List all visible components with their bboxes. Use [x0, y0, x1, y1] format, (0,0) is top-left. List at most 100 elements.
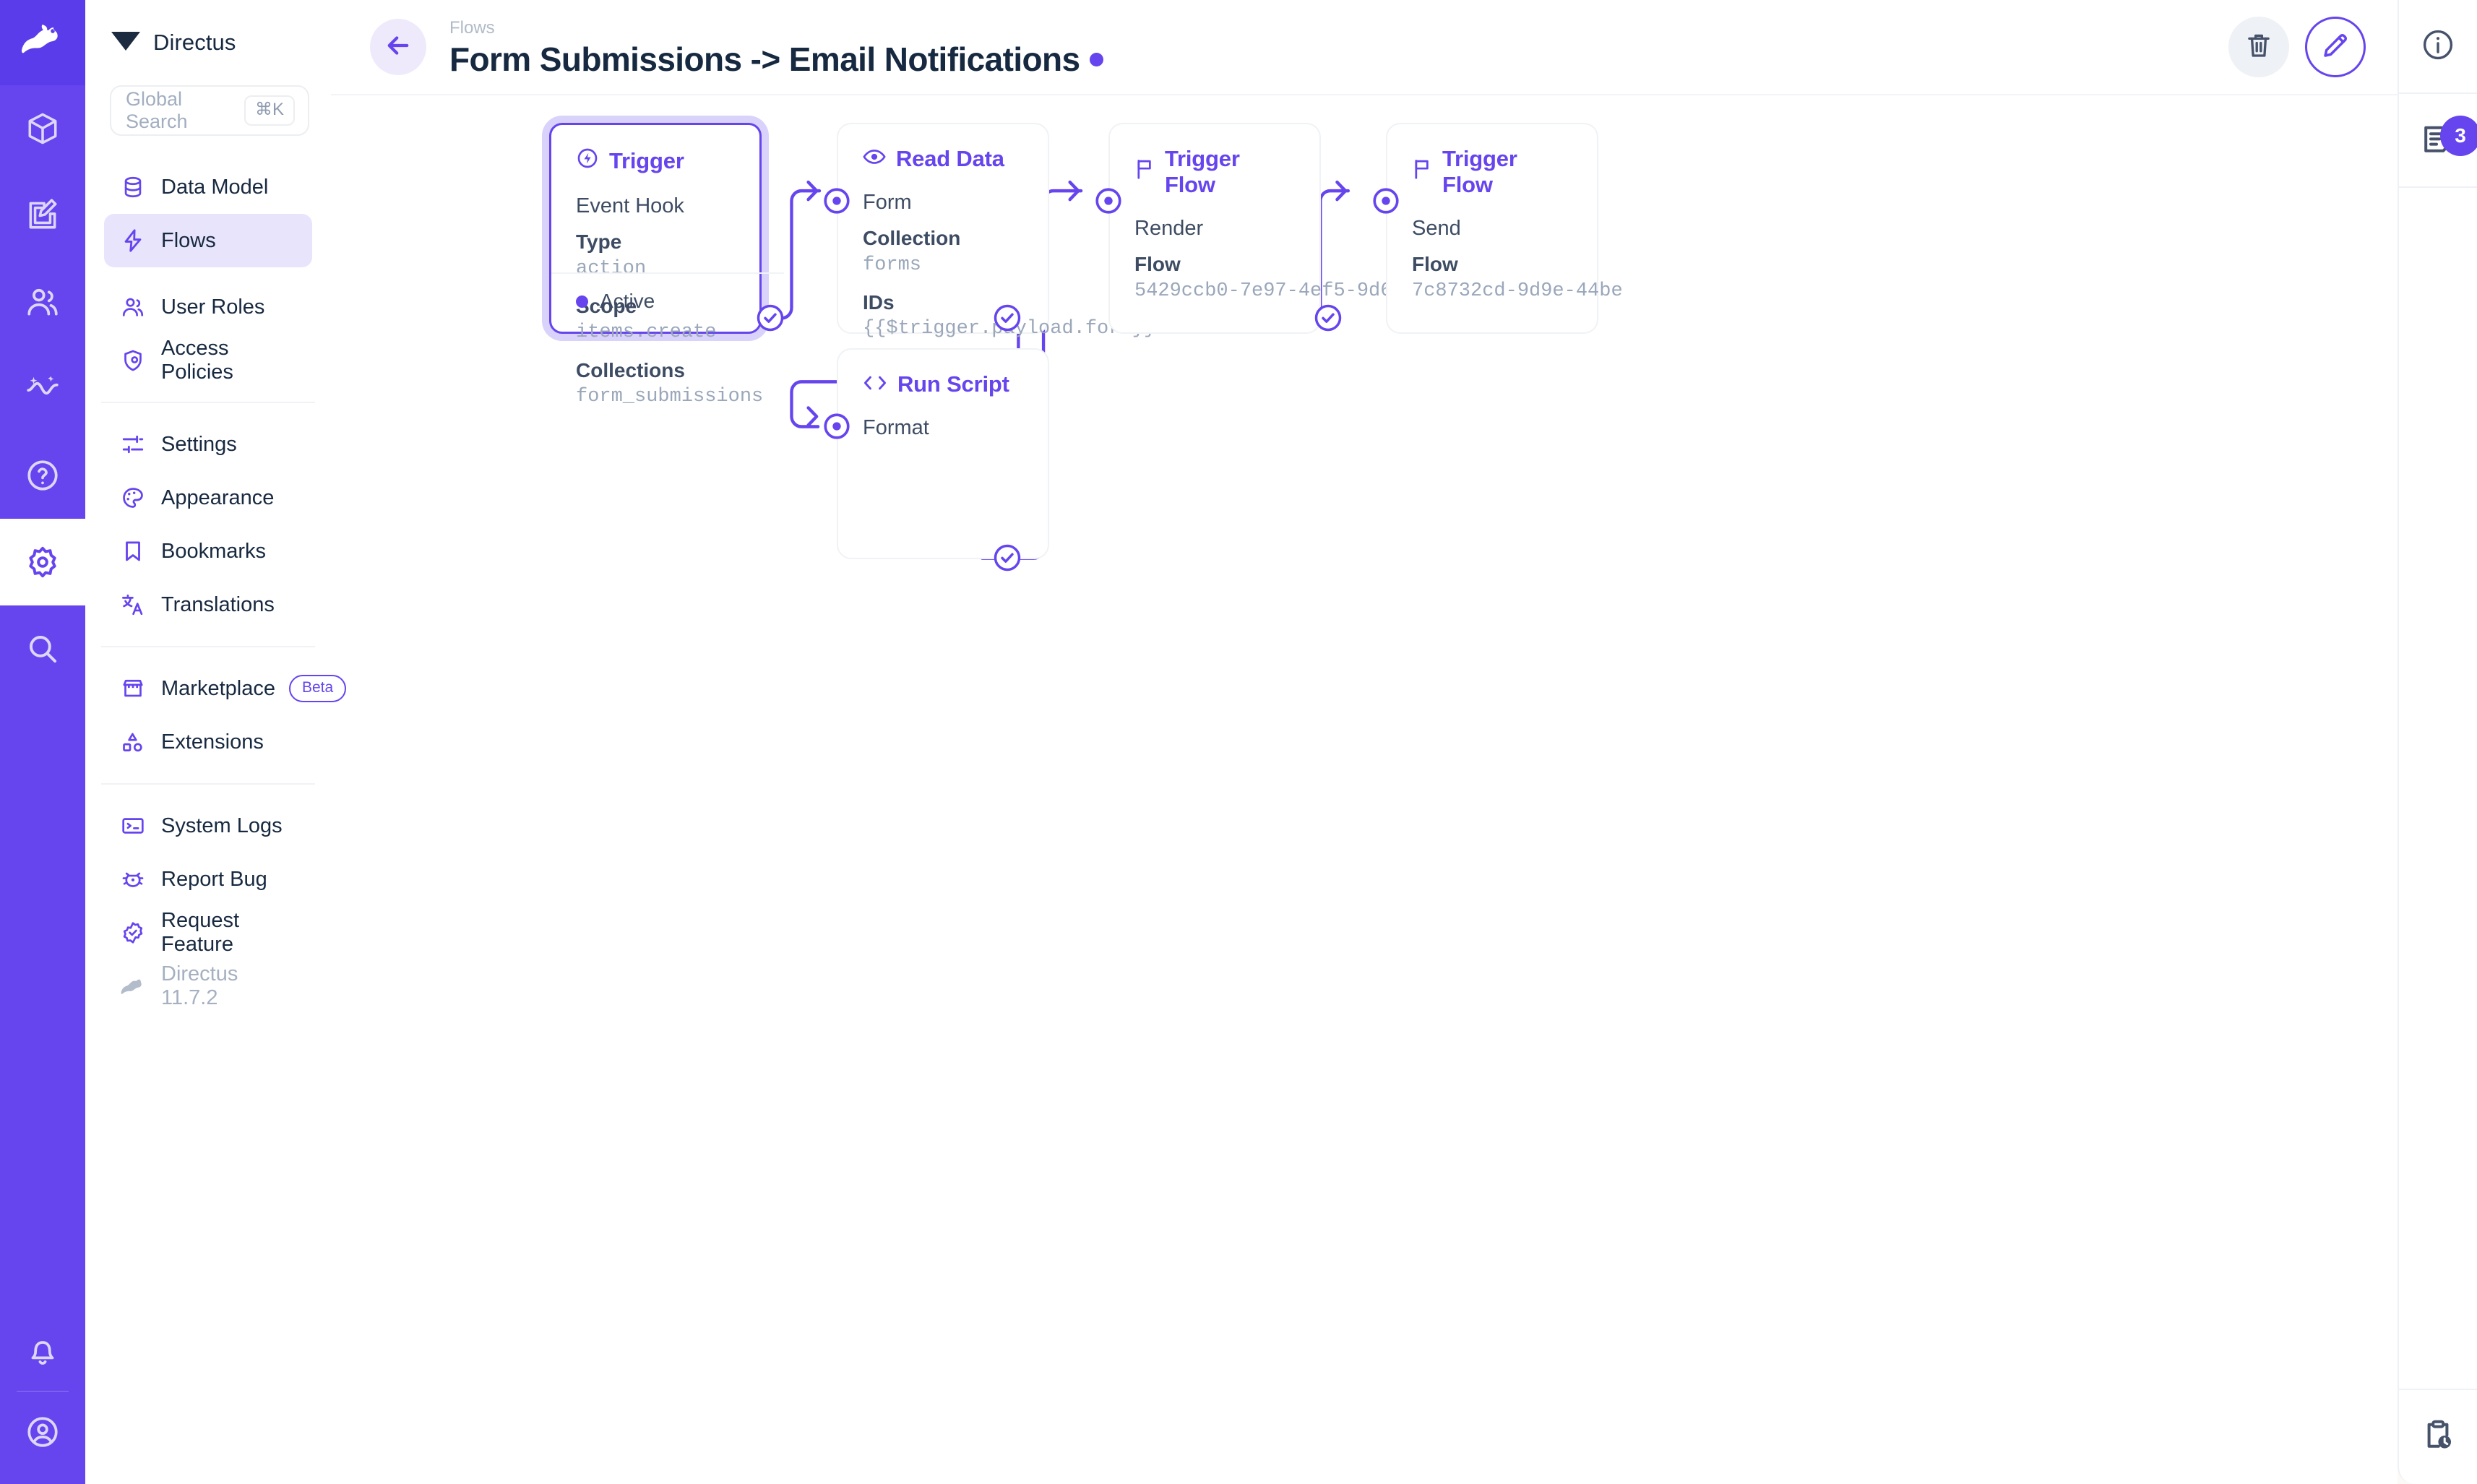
title-block: Flows Form Submissions -> Email Notifica…: [449, 17, 1104, 78]
port-send-input[interactable]: [1370, 185, 1402, 217]
project-header: Directus: [85, 0, 331, 85]
port-render-resolve[interactable]: [1312, 302, 1344, 334]
sidebar-item-label: Bookmarks: [161, 539, 267, 563]
arrow-left-icon: [383, 30, 413, 64]
sidebar-item-report-bug[interactable]: Report Bug: [104, 853, 312, 906]
eye-icon: [863, 146, 886, 172]
pencil-square-icon: [25, 197, 61, 233]
sidebar-item-extensions[interactable]: Extensions: [104, 715, 312, 769]
rabbit-icon: [119, 972, 147, 1001]
sidebar-item-translations[interactable]: Translations: [104, 578, 312, 631]
sidebar-item-bookmarks[interactable]: Bookmarks: [104, 525, 312, 578]
node-subtitle: Format: [863, 416, 929, 439]
palette-icon: [119, 483, 147, 512]
trash-icon: [2244, 30, 2274, 64]
rail-item-directus-logo[interactable]: [0, 0, 85, 85]
flow-node-run-script[interactable]: Run Script Format: [837, 348, 1049, 559]
sidebar-item-appearance[interactable]: Appearance: [104, 471, 312, 525]
sidebar-item-label: Extensions: [161, 730, 264, 754]
shapes-icon: [119, 728, 147, 756]
node-title: Trigger Flow: [1442, 146, 1517, 197]
node-title-row: Trigger Flow: [1412, 146, 1572, 198]
rail-item-docs[interactable]: [0, 432, 85, 519]
sparkle-line-icon: [25, 371, 61, 407]
beta-badge: Beta: [288, 675, 347, 702]
rail-item-search[interactable]: [0, 605, 85, 692]
page-title: Form Submissions -> Email Notifications: [449, 40, 1080, 78]
node-title: Trigger Flow: [1165, 146, 1240, 197]
sidebar-item-data-model[interactable]: Data Model: [104, 160, 312, 214]
bookmark-icon: [119, 537, 147, 566]
users-icon: [119, 293, 147, 322]
port-trigger-resolve[interactable]: [754, 302, 786, 334]
sidebar-item-user-roles[interactable]: User Roles: [104, 280, 312, 334]
flow-canvas[interactable]: Trigger Event Hook Type action Scope ite…: [331, 95, 2398, 1484]
translate-icon: [119, 590, 147, 619]
sidebar-item-system-logs[interactable]: System Logs: [104, 799, 312, 853]
port-read-data-input[interactable]: [821, 185, 853, 217]
database-icon: [119, 173, 147, 202]
sidebar-item-label: Data Model: [161, 175, 269, 199]
project-name: Directus: [153, 30, 236, 55]
back-button[interactable]: [370, 19, 426, 75]
rail-item-editor[interactable]: [0, 172, 85, 259]
settings-sidebar: Directus Global Search ⌘K Data Model: [85, 0, 347, 1484]
drawer-item-revisions[interactable]: [2398, 1390, 2477, 1484]
sidebar-item-label: Flows: [161, 228, 216, 252]
field-key: Flow: [1134, 253, 1181, 276]
node-title-row: Read Data: [863, 146, 1023, 172]
flow-node-trigger-flow-render[interactable]: Trigger Flow Render Flow 5429ccb0-7e97-4…: [1108, 123, 1451, 334]
sidebar-item-label: Translations: [161, 592, 275, 616]
rail-separator: [17, 1391, 69, 1392]
edit-flow-button[interactable]: [2305, 17, 2366, 77]
node-subtitle: Render: [1134, 217, 1204, 240]
rail-item-insights[interactable]: [0, 345, 85, 432]
rail-item-users[interactable]: [0, 259, 85, 345]
sidebar-item-label: User Roles: [161, 295, 265, 319]
sidebar-item-access-policies[interactable]: Access Policies: [104, 334, 312, 387]
rail-bottom: [0, 1314, 85, 1484]
box-icon: [25, 111, 61, 147]
search-placeholder: Global Search: [126, 88, 188, 132]
sidebar-item-settings[interactable]: Settings: [104, 418, 312, 471]
sidebar-item-request-feature[interactable]: Request Feature: [104, 906, 312, 959]
bell-icon: [25, 1332, 61, 1368]
module-rail: [0, 0, 85, 1484]
breadcrumb[interactable]: Flows: [449, 17, 495, 38]
sidebar-item-flows[interactable]: Flows: [104, 214, 312, 267]
nav-group-support: System Logs Report Bug: [85, 799, 331, 1013]
info-circle-icon: [2421, 27, 2455, 66]
nav-group-data: Data Model Flows: [85, 160, 331, 267]
flow-node-read-data[interactable]: Read Data Form Collection forms IDs {{$t…: [837, 123, 1155, 340]
drawer-item-info[interactable]: [2398, 0, 2477, 94]
field-value: 5429ccb0-7e97-4ef5-9d65-2b…: [1134, 280, 1451, 302]
rail-item-settings[interactable]: [0, 519, 85, 605]
code-brackets-icon: [863, 371, 887, 397]
rail-item-notifications[interactable]: [0, 1314, 85, 1386]
page-header: Flows Form Submissions -> Email Notifica…: [331, 0, 2398, 95]
search-input[interactable]: Global Search ⌘K: [110, 85, 309, 136]
sidebar-item-label: Appearance: [161, 486, 275, 509]
rail-item-content[interactable]: [0, 85, 85, 172]
nav-divider: [101, 783, 315, 785]
port-read-data-resolve[interactable]: [991, 302, 1023, 334]
field-key: Collection: [863, 227, 961, 250]
drawer-item-activity[interactable]: 3: [2398, 94, 2477, 188]
node-subtitle: Send: [1412, 217, 1461, 240]
node-title: Run Script: [897, 371, 1009, 397]
port-render-input[interactable]: [1093, 185, 1124, 217]
sidebar-item-marketplace[interactable]: Marketplace Beta: [104, 662, 347, 715]
drawer-spacer: [2398, 188, 2477, 1390]
delete-flow-button[interactable]: [2228, 17, 2289, 77]
sliders-icon: [119, 430, 147, 459]
field-value: action: [576, 257, 647, 280]
flow-node-trigger[interactable]: Trigger Event Hook Type action Scope ite…: [549, 123, 784, 407]
rail-item-account[interactable]: [0, 1396, 85, 1468]
port-run-script-input[interactable]: [821, 410, 853, 442]
node-title: Trigger: [609, 148, 684, 173]
port-run-script-resolve[interactable]: [991, 542, 1023, 574]
sidebar-item-label: System Logs: [161, 814, 283, 837]
field-value: form_submissions: [576, 386, 764, 408]
flow-node-trigger-flow-send[interactable]: Trigger Flow Send Flow 7c8732cd-9d9e-44b…: [1386, 123, 1623, 334]
